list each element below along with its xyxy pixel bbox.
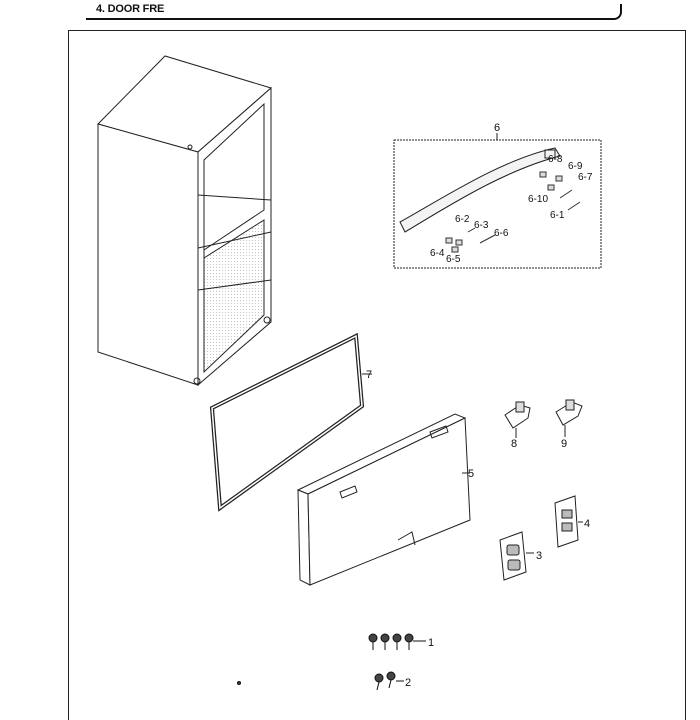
door-gasket (209, 332, 372, 512)
label-7: 7 (366, 369, 372, 381)
handle-assembly-box (393, 133, 602, 269)
label-1: 1 (428, 637, 434, 649)
label-4: 4 (584, 518, 590, 530)
section-title: 4. DOOR FRE (96, 3, 165, 15)
screws-2 (237, 671, 404, 691)
header-bar (86, 4, 622, 20)
label-8: 8 (511, 438, 517, 450)
exploded-parts-diagram: 6 7 5 8 9 4 3 1 2 6-8 6-9 6-7 6-10 6-1 6… (97, 55, 602, 691)
label-6-3: 6-3 (474, 220, 489, 231)
label-6-8: 6-8 (548, 154, 563, 165)
hinge-9 (555, 399, 583, 437)
label-6-4: 6-4 (430, 248, 445, 259)
label-5: 5 (468, 468, 474, 480)
refrigerator-cabinet (97, 55, 273, 387)
label-6-9: 6-9 (568, 161, 583, 172)
screws-1 (368, 633, 426, 650)
label-6-6: 6-6 (494, 228, 509, 239)
label-2: 2 (405, 677, 411, 689)
part-labels: 6 7 5 8 9 4 3 1 2 6-8 6-9 6-7 6-10 6-1 6… (366, 122, 593, 689)
hinge-8 (504, 401, 531, 438)
label-6-7: 6-7 (578, 172, 593, 183)
bracket-3 (499, 531, 534, 581)
freezer-door (296, 413, 471, 586)
diagram-frame (68, 30, 686, 720)
label-6: 6 (494, 122, 500, 134)
label-6-10: 6-10 (528, 194, 548, 205)
handle-screws (445, 171, 581, 253)
label-9: 9 (561, 438, 567, 450)
bracket-4 (554, 495, 583, 548)
label-6-5: 6-5 (446, 254, 461, 265)
label-6-2: 6-2 (455, 214, 470, 225)
label-3: 3 (536, 550, 542, 562)
label-6-1: 6-1 (550, 210, 565, 221)
